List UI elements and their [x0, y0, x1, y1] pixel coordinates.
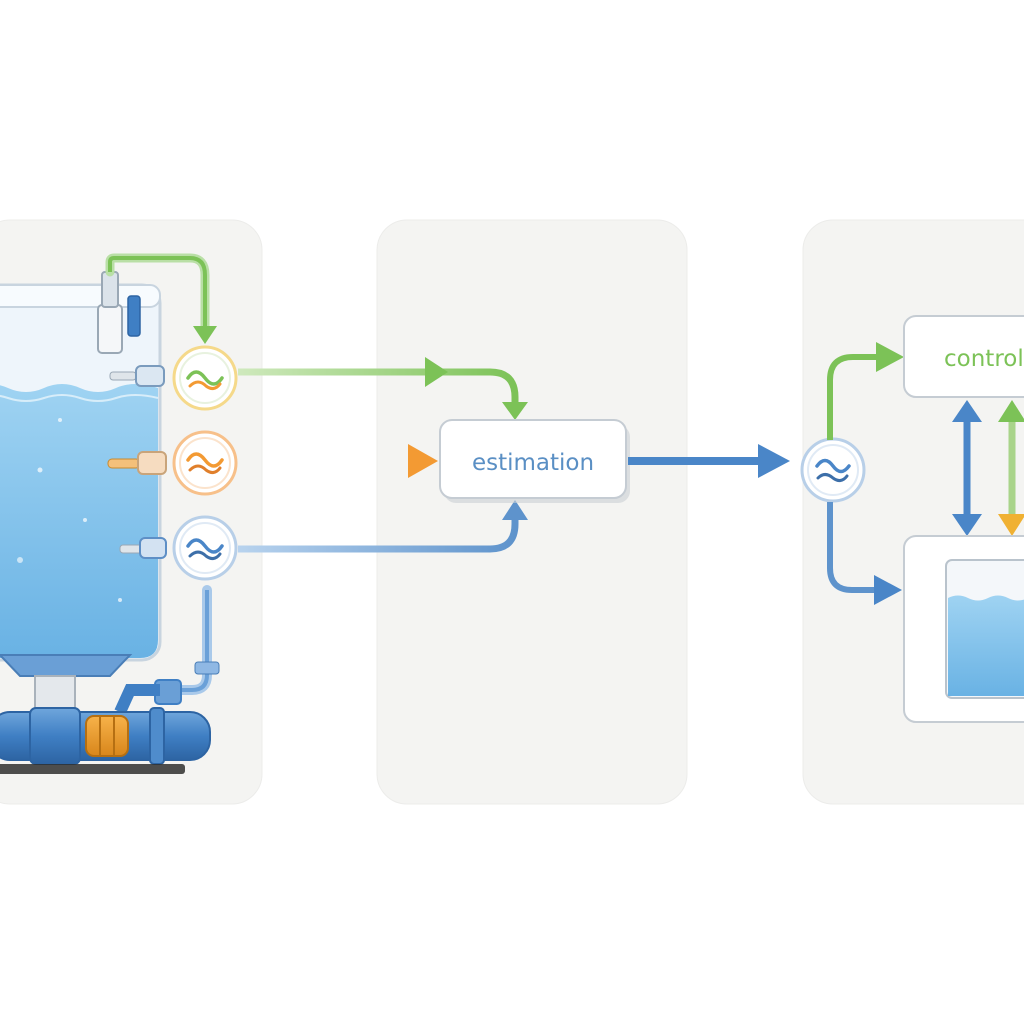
panel-estimation [376, 219, 688, 805]
valve-bottom [119, 537, 167, 559]
control-block[interactable]: control [903, 315, 1024, 398]
control-label: control [944, 346, 1024, 372]
arrow-to-control [827, 342, 904, 440]
arrow-green-signal [238, 357, 528, 420]
sensor-green[interactable] [172, 345, 238, 411]
green-pipe-arrowhead [193, 326, 217, 344]
arrow-estimate-output [628, 444, 790, 478]
wave-sensor-icon [186, 370, 224, 386]
level-probe [97, 271, 141, 354]
valve-top [109, 365, 165, 387]
feedback-arrows [952, 400, 1024, 536]
sensor-blue[interactable] [172, 515, 238, 581]
valve-middle [107, 451, 167, 475]
outlet-pipework [0, 585, 220, 774]
water-tank [0, 283, 162, 711]
arrow-blue-signal [238, 500, 528, 553]
estimation-label: estimation [472, 450, 594, 476]
sensor-orange[interactable] [172, 430, 238, 496]
sensor-output[interactable] [800, 437, 866, 503]
arrow-orange-signal [238, 444, 438, 478]
plant-block[interactable] [903, 535, 1024, 723]
arrow-to-plant [827, 502, 902, 605]
wave-sensor-icon [186, 452, 224, 468]
estimation-block[interactable]: estimation [439, 419, 630, 503]
plant-water-fill [948, 595, 1024, 696]
wave-sensor-icon [815, 458, 851, 474]
wave-sensor-icon [186, 538, 224, 554]
water-fill [0, 384, 158, 658]
